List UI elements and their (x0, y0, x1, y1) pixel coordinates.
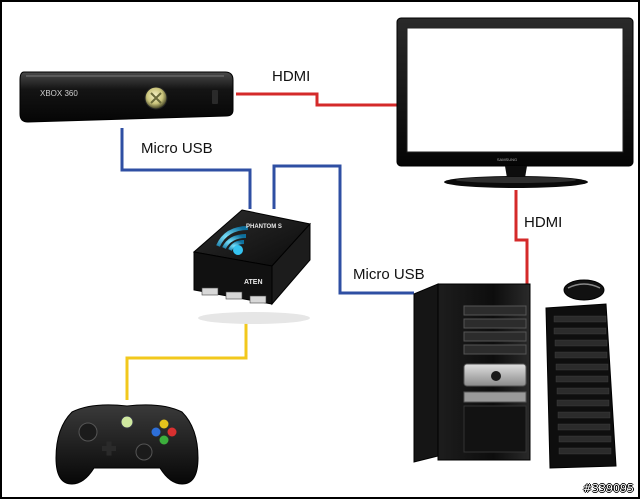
label-micro-usb-left: Micro USB (141, 140, 213, 157)
a-button (159, 435, 169, 445)
phantom-s-adapter: PHANTOM S ATEN (192, 209, 311, 324)
xbox-logo-text: XBOX 360 (40, 89, 78, 98)
hdmi-cable-console-tv (236, 92, 400, 107)
guide-button (120, 415, 134, 429)
usb-cable-console-adapter (120, 128, 252, 209)
hp-logo-icon (491, 371, 501, 381)
tv-brand-text: SAMSUNG (497, 157, 517, 162)
hdmi-cable-tv-pc (514, 190, 529, 292)
label-micro-usb-right: Micro USB (353, 266, 425, 283)
controller-cable (125, 322, 248, 400)
usb-port (225, 291, 243, 300)
x-button (151, 427, 161, 437)
xbox-console: XBOX 360 (19, 71, 234, 123)
mouse (563, 279, 605, 301)
xbox-controller (55, 404, 199, 485)
right-stick (135, 443, 153, 461)
b-button (167, 427, 177, 437)
y-button (159, 419, 169, 429)
watermark: #339095 (582, 482, 634, 495)
adapter-brand-text: ATEN (244, 279, 263, 286)
label-hdmi-top: HDMI (272, 68, 311, 85)
usb-port (201, 287, 219, 296)
adapter-product-text: PHANTOM S (246, 224, 282, 230)
label-hdmi-right: HDMI (524, 214, 563, 231)
tv-monitor: SAMSUNG (396, 17, 634, 188)
left-stick (78, 422, 98, 442)
pc-computer (413, 279, 617, 469)
usb-cable-adapter-pc (272, 164, 414, 295)
usb-port (249, 295, 267, 304)
